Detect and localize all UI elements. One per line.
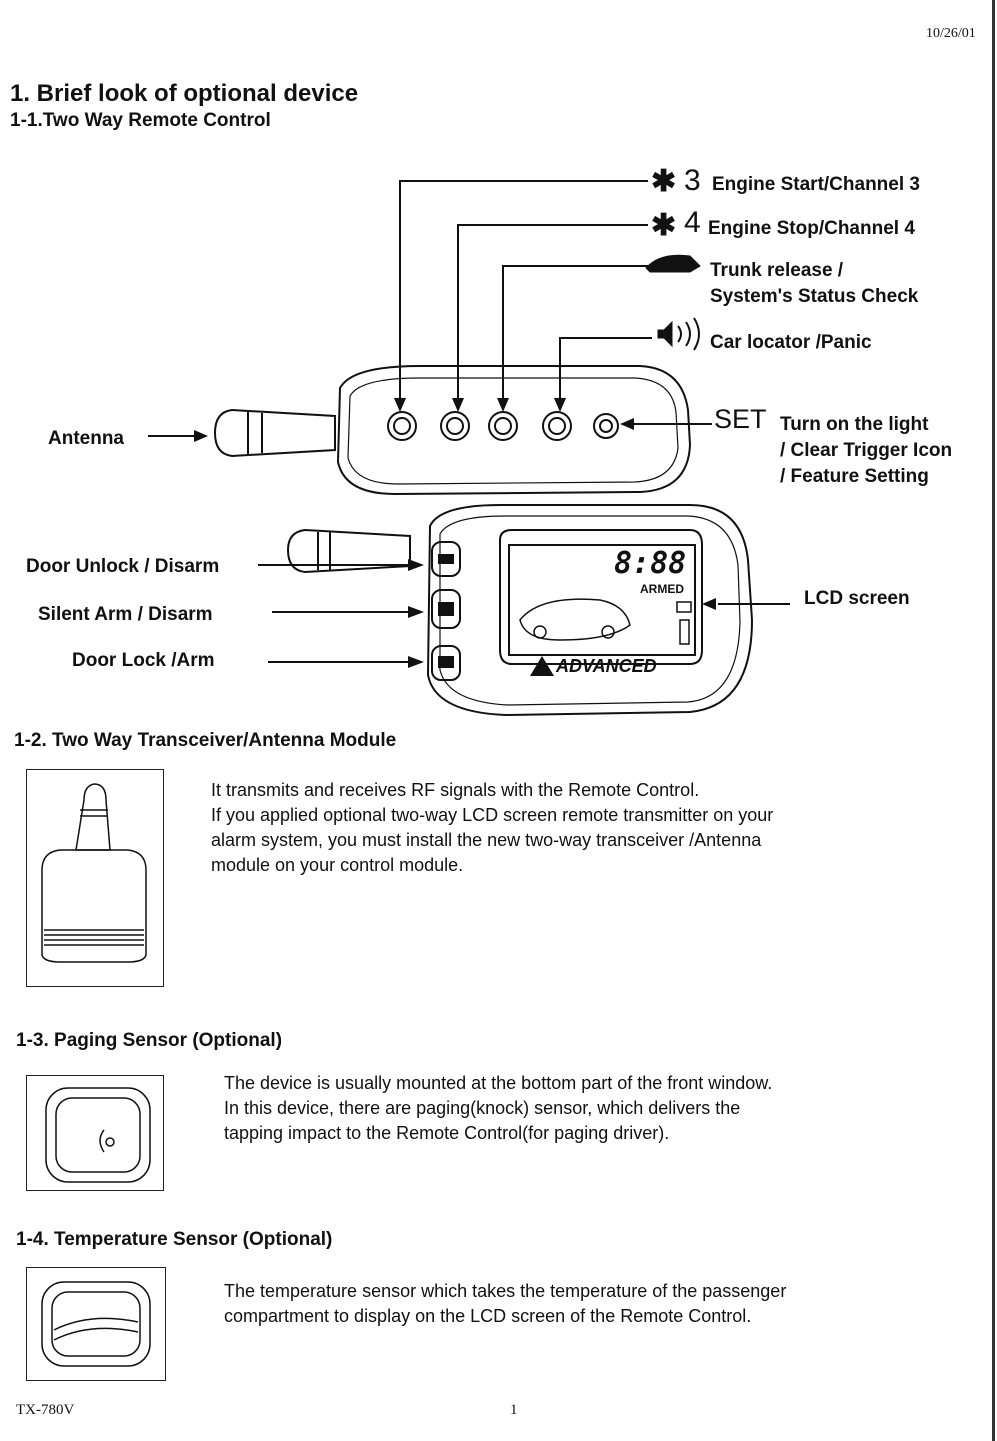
section-2-text: It transmits and receives RF signals wit…: [211, 778, 773, 878]
engine-stop-label: Engine Stop/Channel 4: [708, 218, 915, 239]
text-line: alarm system, you must install the new t…: [211, 830, 762, 850]
section-3-text: The device is usually mounted at the bot…: [224, 1071, 772, 1146]
text-line: module on your control module.: [211, 855, 464, 875]
engine-stop-symbol: 4: [684, 206, 701, 239]
lcd-screen-label: LCD screen: [804, 588, 910, 609]
star-icon: ✱: [651, 165, 677, 198]
model-number: TX-780V: [16, 1402, 75, 1418]
set-symbol: SET: [714, 404, 767, 434]
section-4-title: 1-4. Temperature Sensor (Optional): [16, 1229, 333, 1250]
text-line: It transmits and receives RF signals wit…: [211, 780, 700, 800]
text-line: The temperature sensor which takes the t…: [224, 1281, 787, 1301]
door-unlock-label: Door Unlock / Disarm: [26, 556, 220, 577]
section-2-title: 1-2. Two Way Transceiver/Antenna Module: [14, 730, 397, 751]
section-title: 1. Brief look of optional device: [10, 80, 359, 107]
text-line: The device is usually mounted at the bot…: [224, 1073, 773, 1093]
text-line: tapping impact to the Remote Control(for…: [224, 1123, 670, 1143]
temperature-sensor-image: [26, 1267, 166, 1381]
set-label-2: / Clear Trigger Icon: [780, 440, 953, 461]
status-check-label: System's Status Check: [710, 286, 919, 307]
page-number: 1: [510, 1402, 518, 1418]
car-locator-label: Car locator /Panic: [710, 332, 872, 353]
brand-logo: ADVANCED: [556, 656, 657, 676]
star-bar-icon: ✱: [651, 209, 677, 242]
set-label-3: / Feature Setting: [780, 466, 929, 487]
paging-sensor-image: [26, 1075, 164, 1191]
text-line: compartment to display on the LCD screen…: [224, 1306, 752, 1326]
engine-start-label: Engine Start/Channel 3: [712, 174, 920, 195]
engine-start-symbol: 3: [684, 164, 701, 197]
text-line: If you applied optional two-way LCD scre…: [211, 805, 774, 825]
section-4-text: The temperature sensor which takes the t…: [224, 1279, 786, 1329]
date-stamp: 10/26/01: [926, 26, 976, 41]
text-line: In this device, there are paging(knock) …: [224, 1098, 741, 1118]
door-lock-label: Door Lock /Arm: [72, 650, 215, 671]
set-label-1: Turn on the light: [780, 414, 929, 435]
trunk-release-label: Trunk release /: [710, 260, 844, 281]
antenna-label: Antenna: [48, 428, 124, 449]
subsection-title: 1-1.Two Way Remote Control: [10, 110, 271, 131]
section-3-title: 1-3. Paging Sensor (Optional): [16, 1030, 283, 1051]
silent-arm-label: Silent Arm / Disarm: [38, 604, 213, 625]
lcd-clock: 8:88: [614, 546, 687, 581]
lcd-armed: ARMED: [640, 582, 684, 596]
page-edge: [992, 0, 995, 1441]
transceiver-image: [26, 769, 164, 987]
